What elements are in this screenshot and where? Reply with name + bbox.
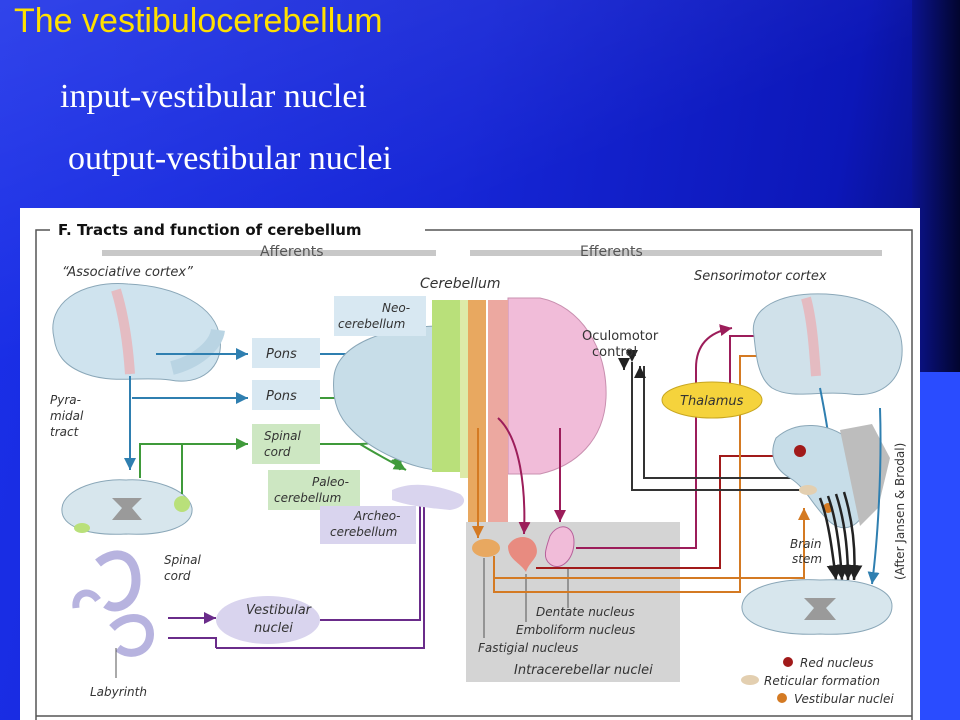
emboliform-nucleus: [508, 537, 537, 572]
neo-box: [334, 296, 426, 336]
pons-box-1: [252, 338, 320, 368]
intracerebellar-label: Intracerebellar nuclei: [514, 663, 653, 678]
thalamus-label: Thalamus: [680, 394, 744, 409]
archeo-label-2: cerebellum: [330, 525, 397, 539]
emboliform-red-nucleus-arrow: [536, 450, 788, 569]
figure-heading: F. Tracts and function of cerebellum: [58, 221, 362, 239]
efferents-bar: [470, 250, 882, 256]
cerebellum-diagram: F. Tracts and function of cerebellum Aff…: [35, 221, 913, 720]
vestibular-nuclei-left: [216, 596, 320, 644]
spinal-green-arrow-1: [139, 438, 248, 478]
pons-label-2: Pons: [266, 389, 297, 404]
spinal-cord-left-label-1: Spinal: [164, 553, 202, 567]
spinal-cord-left-label-2: cord: [164, 569, 191, 583]
dentate-label: Dentate nucleus: [536, 605, 635, 619]
figure-panel: F. Tracts and function of cerebellum Aff…: [20, 208, 920, 720]
emboliform-label: Emboliform nucleus: [516, 623, 635, 637]
cerebellum-left-hemisphere: [333, 325, 461, 471]
vestibular-left-label-2: nuclei: [254, 621, 293, 636]
legend-reticular-dot: [741, 675, 759, 685]
credit-label: (After Jansen & Brodal): [893, 443, 907, 580]
labyrinth-label: Labyrinth: [90, 685, 147, 699]
dentate-nucleus: [544, 526, 575, 567]
labyrinth-canal-1: [95, 550, 141, 612]
oculomotor-label-2: control: [592, 345, 637, 360]
paravermis-emboliform-arrow: [497, 417, 531, 535]
archeo-label-1: Archeo-: [353, 509, 400, 523]
vestibular-to-archeo-arrow: [320, 490, 426, 621]
fastigial-label: Fastigial nucleus: [478, 641, 578, 655]
pyramidal-label-3: tract: [50, 425, 80, 439]
paleo-label-2: cerebellum: [274, 491, 341, 505]
sensorimotor-brain: [752, 293, 903, 396]
efferents-label: Efferents: [580, 244, 643, 260]
fastigial-nucleus: [472, 539, 500, 557]
legend-red-nucleus: Red nucleus: [800, 656, 874, 670]
archeo-box: [320, 506, 416, 544]
cerebellum-label: Cerebellum: [420, 276, 501, 292]
neo-label-1: Neo-: [382, 301, 410, 315]
red-nucleus-dot: [794, 445, 806, 457]
paravermis-strip: [488, 300, 508, 532]
oculomotor-label-1: Oculomotor: [582, 329, 659, 344]
pons-label-1: Pons: [266, 347, 297, 362]
fastigial-sensorimotor-arrow: [493, 350, 776, 593]
slide-title: The vestibulocerebellum: [14, 2, 383, 40]
corticospinal-arrow: [867, 407, 882, 585]
sensorimotor-label: Sensorimotor cortex: [694, 269, 827, 284]
corner-block: [918, 372, 960, 720]
legend-vestibular: Vestibular nuclei: [794, 692, 894, 706]
neo-label-2: cerebellum: [338, 317, 405, 331]
pyramidal-label-2: midal: [50, 409, 84, 423]
cerebellum-right-hemisphere: [507, 297, 607, 475]
pyramidal-label-1: Pyra-: [50, 393, 81, 407]
legend-red-dot: [783, 657, 793, 667]
spinal-cord-box: [252, 424, 320, 464]
reticular-dot: [799, 485, 817, 495]
spinal-cord-box-label-1: Spinal: [264, 429, 302, 443]
vestibular-left-label-1: Vestibular: [246, 603, 313, 618]
oculomotor-arrow-1: [626, 350, 820, 491]
thalamus-ellipse: [661, 381, 763, 419]
bullet-output: output-vestibular nuclei: [68, 140, 392, 177]
pons-box-2: [252, 380, 320, 410]
associative-cortex-brain: [52, 283, 221, 382]
afferents-label: Afferents: [260, 244, 324, 260]
legend-vestibular-dot: [777, 693, 787, 703]
fastigial-brainstem-arrow: [494, 508, 810, 579]
paleo-label-1: Paleo-: [312, 475, 349, 489]
brain-stem-label-1: Brain: [790, 537, 821, 551]
dentate-thalamus-arrow: [576, 324, 733, 549]
neo-cerebellum-strip: [432, 300, 460, 472]
bullet-input: input-vestibular nuclei: [60, 78, 367, 115]
motor-strip: [111, 288, 135, 375]
panel-frame: [35, 229, 913, 720]
paleo-box: [268, 470, 360, 510]
vermis-strip: [468, 300, 486, 532]
legend-reticular: Reticular formation: [764, 674, 880, 688]
spinal-cord-box-label-2: cord: [264, 445, 291, 459]
archeo-flocculus: [392, 484, 465, 510]
brain-stem-cerebellar-peduncle: [840, 424, 890, 526]
afferents-bar: [102, 250, 436, 256]
associative-cortex-label: “Associative cortex”: [62, 265, 193, 280]
brain-stem-label-2: stem: [792, 552, 822, 566]
